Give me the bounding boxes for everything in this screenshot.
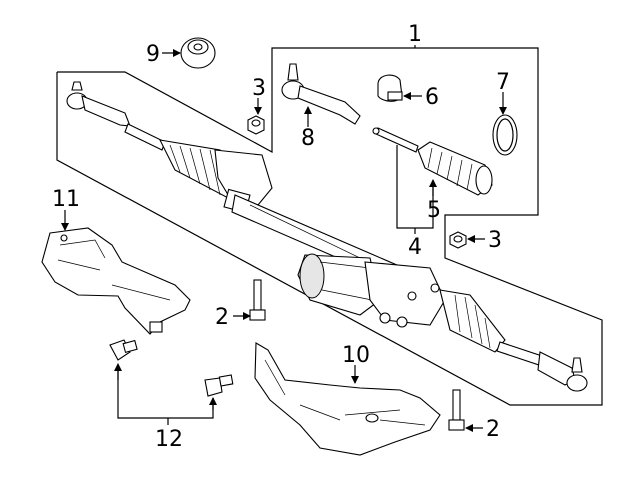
callout-6: 6 (425, 85, 439, 110)
boot-part (417, 141, 493, 196)
callout-11: 11 (52, 187, 80, 212)
callout-12: 12 (155, 427, 183, 452)
leader-lines (61, 45, 507, 432)
callout-10: 10 (342, 343, 370, 368)
callout-2-right: 2 (486, 417, 500, 442)
heat-shield-left-part (41, 227, 191, 335)
boot-clamp-ring-part (492, 114, 518, 156)
callout-4: 4 (408, 235, 422, 260)
callout-8: 8 (301, 126, 315, 151)
grommet-part (180, 37, 216, 69)
bolt-part-right (448, 389, 465, 431)
nut-part-top (247, 115, 265, 135)
assembly-outline-frame (56, 47, 603, 406)
stud-part-right (204, 374, 234, 397)
stud-part-left (109, 339, 138, 361)
callout-5: 5 (427, 198, 441, 223)
callout-7: 7 (496, 70, 510, 95)
steering-rack-assembly (66, 81, 588, 392)
tie-rod-end-part (281, 63, 361, 125)
callout-2-left: 2 (215, 305, 229, 330)
callout-3-right: 3 (488, 228, 502, 253)
callout-9: 9 (146, 42, 160, 67)
callout-3-top: 3 (252, 76, 266, 101)
nut-part-right (449, 231, 467, 249)
clamp-part (377, 74, 403, 102)
bolt-part-left (249, 279, 266, 321)
heat-shield-bottom-part (254, 342, 441, 456)
callout-1: 1 (408, 22, 422, 47)
inner-tie-rod-part (372, 127, 419, 153)
